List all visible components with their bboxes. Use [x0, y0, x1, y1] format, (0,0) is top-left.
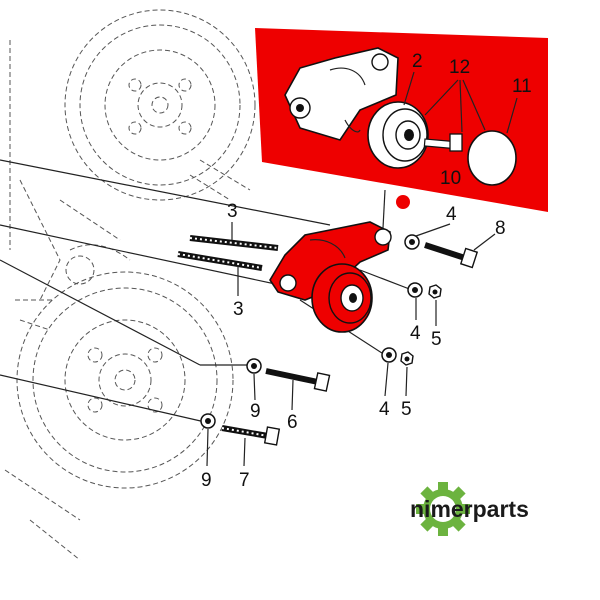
- callout-8: 8: [495, 218, 506, 239]
- panel-leaders: [403, 71, 518, 134]
- callout-9-lower: 9: [201, 470, 212, 491]
- callout-4-upper: 4: [446, 204, 457, 225]
- leader-4-lower: [384, 362, 389, 397]
- panel-tensioner[interactable]: [284, 47, 399, 141]
- callout-4-lower: 4: [379, 399, 390, 420]
- logo-text: nimerparts: [410, 496, 529, 522]
- callout-3-upper: 3: [227, 201, 238, 222]
- tensioner-assembly[interactable]: [269, 221, 392, 301]
- callout-4-middle: 4: [410, 323, 421, 344]
- callout-11: 11: [512, 76, 532, 97]
- callout-9-upper: 9: [250, 401, 261, 422]
- leader-5-lower: [405, 366, 408, 397]
- callout-5-middle: 5: [431, 329, 442, 350]
- stud-lower[interactable]: [177, 251, 263, 271]
- washer-hole: [409, 239, 415, 245]
- bolt-7[interactable]: [221, 425, 281, 446]
- stud-upper[interactable]: [189, 235, 279, 251]
- callout-7: 7: [239, 470, 250, 491]
- location-marker: [396, 195, 410, 209]
- washer-hole-6: [251, 363, 257, 369]
- washer-hole-7: [205, 418, 211, 424]
- leader-4-upper: [415, 223, 451, 237]
- leader-9-upper: [253, 373, 256, 401]
- leader-7: [243, 437, 246, 467]
- callout-2: 2: [412, 51, 423, 72]
- callout-10: 10: [440, 168, 461, 189]
- leader-8: [473, 233, 496, 251]
- callout-12: 12: [449, 57, 470, 78]
- panel-pulley[interactable]: [367, 101, 429, 169]
- brand-logo: nimerparts: [410, 482, 529, 536]
- leader-6: [291, 379, 294, 411]
- tensioner-pulley[interactable]: [311, 263, 373, 333]
- callout-5-lower: 5: [401, 399, 412, 420]
- bolt-6[interactable]: [265, 368, 331, 392]
- leader-lines: [0, 159, 413, 423]
- washer-nut-middle[interactable]: [407, 282, 442, 299]
- callout-3-lower: 3: [233, 299, 244, 320]
- washer-nut-lower[interactable]: [381, 347, 414, 366]
- bolt-upper[interactable]: [424, 242, 479, 269]
- engine-outline: [4, 9, 256, 561]
- leader-9-lower: [206, 428, 209, 467]
- callout-6: 6: [287, 412, 298, 433]
- panel-bolt[interactable]: [423, 133, 463, 152]
- panel-dust-cap[interactable]: [467, 130, 517, 186]
